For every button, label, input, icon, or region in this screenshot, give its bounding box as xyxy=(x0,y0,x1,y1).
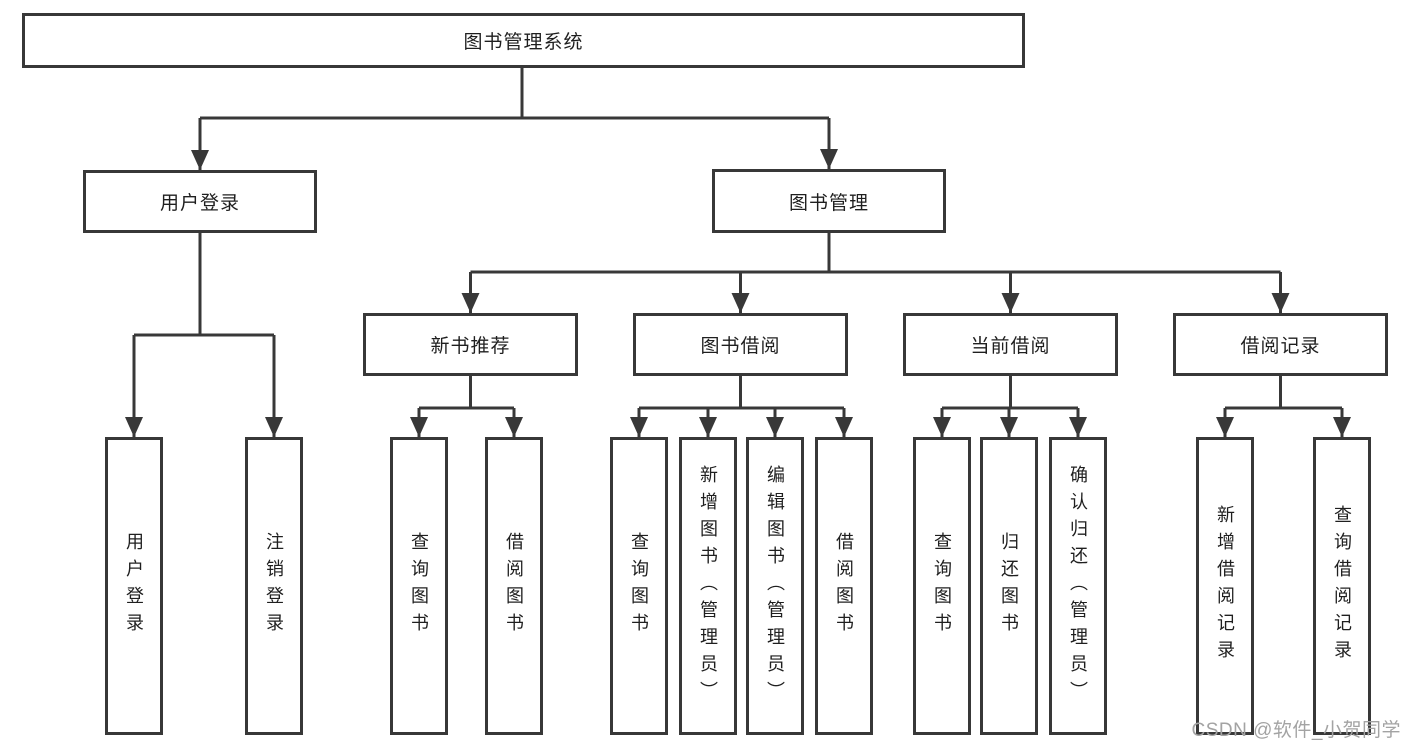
node-label: 查询图书 xyxy=(409,532,429,640)
node-label: 新增图书（管理员） xyxy=(698,464,718,708)
connector-line xyxy=(200,67,829,120)
leaf-query-book-current: 查询图书 xyxy=(913,437,971,735)
node-label: 新增借阅记录 xyxy=(1215,505,1235,667)
node-label: 用户登录 xyxy=(124,532,144,640)
connector-line xyxy=(134,233,274,337)
connector-line xyxy=(470,233,1281,274)
node-label: 借阅图书 xyxy=(834,532,854,640)
node-book-borrow: 图书借阅 xyxy=(633,313,848,376)
node-label: 图书管理 xyxy=(788,192,869,214)
leaf-user-login: 用户登录 xyxy=(105,437,163,735)
connector-line xyxy=(419,376,514,410)
node-label: 用户登录 xyxy=(159,193,240,214)
node-label: 编辑图书（管理员） xyxy=(765,464,785,708)
node-label: 查询借阅记录 xyxy=(1332,505,1352,667)
leaf-logout: 注销登录 xyxy=(245,437,303,735)
leaf-query-borrow-record: 查询借阅记录 xyxy=(1313,437,1371,735)
node-label: 图书管理系统 xyxy=(463,32,584,53)
node-library-management-system: 图书管理系统 xyxy=(22,13,1025,68)
connectors-borrow-records xyxy=(1216,376,1351,437)
connectors-user-login xyxy=(125,233,283,437)
node-user-login: 用户登录 xyxy=(83,170,317,233)
node-label: 归还图书 xyxy=(999,532,1019,640)
leaf-confirm-return-admin: 确认归还（管理员） xyxy=(1049,437,1107,735)
leaf-borrow-book-recommend: 借阅图书 xyxy=(485,437,543,735)
node-new-book-recommend: 新书推荐 xyxy=(363,313,578,376)
connectors-book-borrow xyxy=(630,376,853,437)
node-current-borrow: 当前借阅 xyxy=(903,313,1118,376)
connector-line xyxy=(942,376,1078,410)
node-label: 注销登录 xyxy=(264,532,284,640)
node-label: 确认归还（管理员） xyxy=(1068,464,1088,708)
leaf-add-book-admin: 新增图书（管理员） xyxy=(679,437,737,735)
connectors-new-book-recommend xyxy=(410,376,523,437)
node-label: 借阅记录 xyxy=(1240,336,1321,357)
leaf-edit-book-admin: 编辑图书（管理员） xyxy=(746,437,804,735)
node-label: 查询图书 xyxy=(932,532,952,640)
node-label: 当前借阅 xyxy=(970,336,1051,357)
connectors-book-management xyxy=(461,233,1290,313)
node-book-management: 图书管理 xyxy=(712,169,946,233)
leaf-query-book-recommend: 查询图书 xyxy=(390,437,448,735)
node-label: 新书推荐 xyxy=(430,336,511,357)
csdn-watermark: CSDN @软件_小贺同学 xyxy=(1191,720,1401,741)
node-label: 图书借阅 xyxy=(700,336,781,357)
leaf-borrow-book: 借阅图书 xyxy=(815,437,873,735)
connectors-root xyxy=(191,67,838,170)
leaf-query-book-borrow: 查询图书 xyxy=(610,437,668,735)
node-borrow-records: 借阅记录 xyxy=(1173,313,1388,376)
node-label: 查询图书 xyxy=(629,532,649,640)
leaf-add-borrow-record: 新增借阅记录 xyxy=(1196,437,1254,735)
leaf-return-book: 归还图书 xyxy=(980,437,1038,735)
connector-line xyxy=(1225,376,1342,410)
connector-line xyxy=(639,376,844,410)
connectors-current-borrow xyxy=(933,376,1087,437)
node-label: 借阅图书 xyxy=(504,532,524,640)
